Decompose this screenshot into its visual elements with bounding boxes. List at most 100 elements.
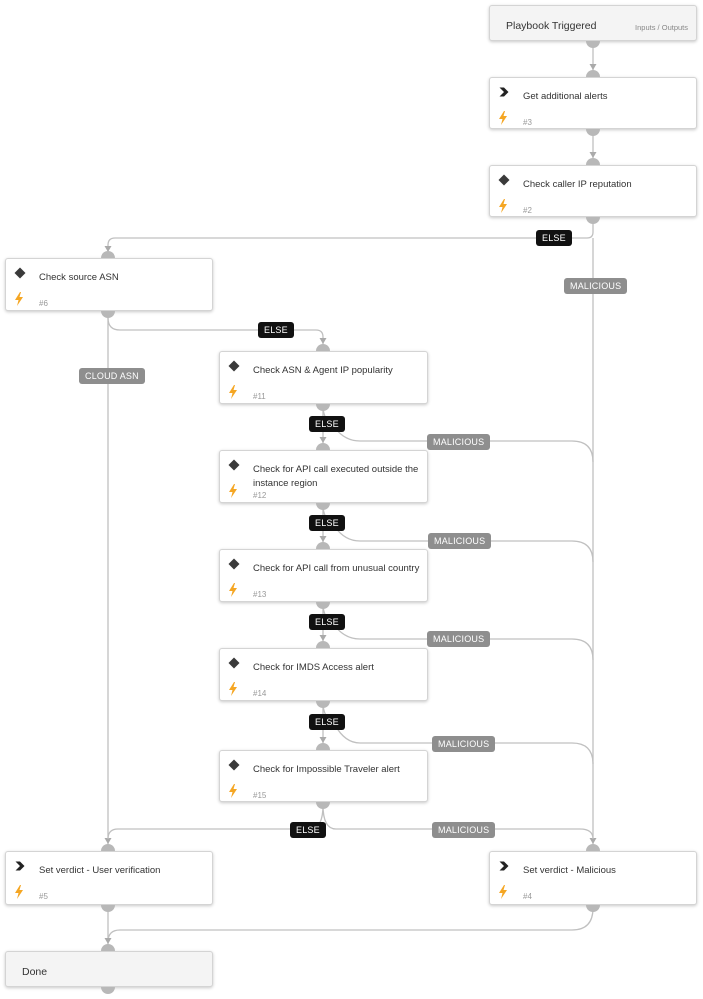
connector-dot[interactable] <box>586 844 600 851</box>
task-node-check-asn-agent-ip-popularity[interactable]: Check ASN & Agent IP popularity #11 <box>219 351 428 404</box>
edge-arrow <box>589 64 597 70</box>
lightning-bolt-icon <box>15 885 23 899</box>
edge-arrow <box>319 338 327 344</box>
connector-dot[interactable] <box>101 311 115 318</box>
task-title: Check for API call executed outside the … <box>253 464 419 489</box>
edge-label-malicious[interactable]: MALICIOUS <box>427 631 491 647</box>
edge-label-else[interactable]: ELSE <box>258 322 294 338</box>
task-node-check-api-call-outside-region[interactable]: Check for API call executed outside the … <box>219 450 428 503</box>
edge-label-else[interactable]: ELSE <box>309 714 345 730</box>
task-number: #5 <box>39 892 48 901</box>
edge-label-malicious[interactable]: MALICIOUS <box>564 278 628 294</box>
edge-label-malicious[interactable]: MALICIOUS <box>432 736 496 752</box>
connector-dot[interactable] <box>316 802 330 809</box>
diamond-icon <box>498 174 510 186</box>
task-number: #11 <box>253 392 266 401</box>
task-number: #14 <box>253 689 267 698</box>
connector-dot[interactable] <box>316 443 330 450</box>
task-title: Get additional alerts <box>523 91 608 102</box>
edge-source-asn-else-to-asn-popularity <box>107 317 324 346</box>
lightning-bolt-icon <box>229 784 237 798</box>
task-title: Check for API call from unusual country <box>253 563 420 574</box>
task-title: Check ASN & Agent IP popularity <box>253 365 393 376</box>
connector-dot[interactable] <box>101 987 115 994</box>
chevron-right-icon <box>499 861 509 871</box>
task-title: Set verdict - Malicious <box>523 865 616 876</box>
lightning-bolt-icon <box>229 682 237 696</box>
done-node[interactable]: Done <box>5 951 213 987</box>
task-node-set-verdict-user-verification[interactable]: Set verdict - User verification #5 <box>5 851 213 905</box>
task-number: #3 <box>523 118 532 127</box>
edge-label-else[interactable]: ELSE <box>309 614 345 630</box>
start-node-title: Playbook Triggered <box>506 20 597 32</box>
task-node-set-verdict-malicious[interactable]: Set verdict - Malicious #4 <box>489 851 697 905</box>
done-node-title: Done <box>22 966 48 978</box>
inputs-outputs-link[interactable]: Inputs / Outputs <box>635 23 688 32</box>
connector-dot[interactable] <box>586 158 600 165</box>
connector-dot[interactable] <box>316 404 330 411</box>
edge-label-else[interactable]: ELSE <box>536 230 572 246</box>
edge-label-malicious[interactable]: MALICIOUS <box>428 533 492 549</box>
connector-dot[interactable] <box>316 602 330 609</box>
task-number: #12 <box>253 491 267 500</box>
edge-label-malicious[interactable]: MALICIOUS <box>432 822 496 838</box>
edge-arrow <box>319 737 327 743</box>
diamond-icon <box>228 360 240 372</box>
connector-dot[interactable] <box>586 217 600 224</box>
connector-dot[interactable] <box>316 344 330 351</box>
connector-dot[interactable] <box>586 129 600 136</box>
edge-arrow <box>319 635 327 641</box>
connector-dot[interactable] <box>586 905 600 912</box>
task-node-check-api-call-unusual-country[interactable]: Check for API call from unusual country#… <box>219 549 428 602</box>
edge-label-else[interactable]: ELSE <box>290 822 326 838</box>
edge-label-else[interactable]: ELSE <box>309 515 345 531</box>
connector-dot[interactable] <box>316 641 330 648</box>
task-title: Check for IMDS Access alert <box>253 662 374 673</box>
task-title: Set verdict - User verification <box>39 865 161 876</box>
connector-dot[interactable] <box>316 542 330 549</box>
task-number: #15 <box>253 791 267 800</box>
lightning-bolt-icon <box>499 199 507 213</box>
task-node-get-additional-alerts[interactable]: Get additional alerts #3 <box>489 77 697 129</box>
edge-ip-reputation-else-to-source-asn <box>107 220 594 254</box>
chevron-right-icon <box>499 87 509 97</box>
task-number: #2 <box>523 206 532 215</box>
edge-label-else[interactable]: ELSE <box>309 416 345 432</box>
edge-arrow <box>589 152 597 158</box>
connector-dot[interactable] <box>586 41 600 48</box>
task-number: #6 <box>39 299 48 308</box>
lightning-bolt-icon <box>229 583 237 597</box>
edge-arrow <box>104 938 112 944</box>
edge-arrow <box>319 437 327 443</box>
edge-verdict-malicious-to-done <box>107 907 594 943</box>
task-title: Check caller IP reputation <box>523 179 632 190</box>
task-number: #4 <box>523 892 532 901</box>
task-node-check-impossible-traveler-alert[interactable]: Check for Impossible Traveler alert #15 <box>219 750 428 802</box>
edge-impossible-traveler-else-to-user-verification <box>107 804 324 840</box>
diamond-icon <box>228 558 240 570</box>
edge-label-cloud-asn[interactable]: CLOUD ASN <box>79 368 145 384</box>
connector-dot[interactable] <box>101 905 115 912</box>
connector-dot[interactable] <box>316 743 330 750</box>
task-title: Check for Impossible Traveler alert <box>253 764 400 775</box>
playbook-triggered-node[interactable]: Playbook Triggered Inputs / Outputs <box>489 5 697 41</box>
connector-dot[interactable] <box>316 503 330 510</box>
connector-dot[interactable] <box>101 251 115 258</box>
edge-label-malicious[interactable]: MALICIOUS <box>427 434 491 450</box>
chevron-right-icon <box>15 861 25 871</box>
task-node-check-imds-access-alert[interactable]: Check for IMDS Access alert #14 <box>219 648 428 701</box>
edge-arrow <box>589 838 597 844</box>
lightning-bolt-icon <box>499 885 507 899</box>
lightning-bolt-icon <box>15 292 23 306</box>
lightning-bolt-icon <box>229 484 237 498</box>
task-node-check-source-asn[interactable]: Check source ASN #6 <box>5 258 213 311</box>
task-title: Check source ASN <box>39 272 119 283</box>
lightning-bolt-icon <box>229 385 237 399</box>
connector-dot[interactable] <box>101 944 115 951</box>
connector-dot[interactable] <box>586 70 600 77</box>
diamond-icon <box>228 759 240 771</box>
task-node-check-caller-ip-reputation[interactable]: Check caller IP reputation #2 <box>489 165 697 217</box>
lightning-bolt-icon <box>499 111 507 125</box>
connector-dot[interactable] <box>101 844 115 851</box>
connector-dot[interactable] <box>316 701 330 708</box>
